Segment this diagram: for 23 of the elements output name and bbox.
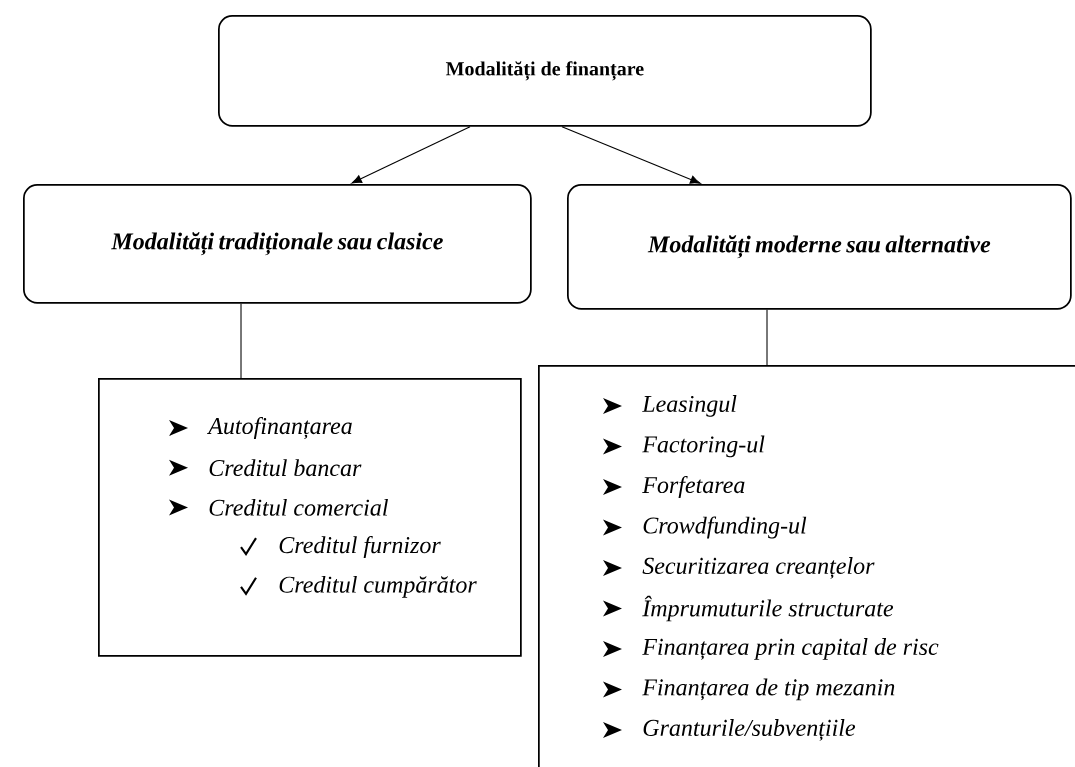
list-item: Autofinanțarea bbox=[206, 417, 352, 439]
list-item: Creditul furnizor bbox=[279, 536, 441, 559]
category-box: Modalități moderne sau alternative bbox=[567, 184, 1072, 310]
list-item: Împrumuturile structurate bbox=[642, 595, 894, 622]
list-item: Forfetarea bbox=[642, 476, 745, 498]
list-item: Factoring-ul bbox=[642, 435, 765, 458]
list-item: Finanțarea de tip mezanin bbox=[642, 678, 895, 701]
list-item: Creditul cumpărător bbox=[279, 575, 477, 598]
list-box bbox=[538, 365, 1075, 767]
list-item: Crowdfunding-ul bbox=[643, 516, 807, 539]
list-item: Creditul comercial bbox=[209, 498, 388, 516]
connector-line bbox=[240, 303, 242, 379]
list-item: Creditul bancar bbox=[209, 459, 362, 477]
list-item: Securitizarea creanțelor bbox=[642, 557, 875, 579]
arrow bbox=[351, 126, 471, 184]
list-box bbox=[98, 378, 522, 657]
category-box: Modalități tradiționale sau clasice bbox=[23, 184, 532, 304]
list-item: Finanțarea prin capital de risc bbox=[642, 638, 939, 660]
arrow bbox=[561, 126, 701, 184]
title-box: Modalități de finanțare bbox=[218, 15, 872, 127]
connector-line bbox=[766, 309, 768, 366]
list-item: Granturile/subvențiile bbox=[643, 719, 856, 741]
list-item: Leasingul bbox=[642, 395, 737, 417]
